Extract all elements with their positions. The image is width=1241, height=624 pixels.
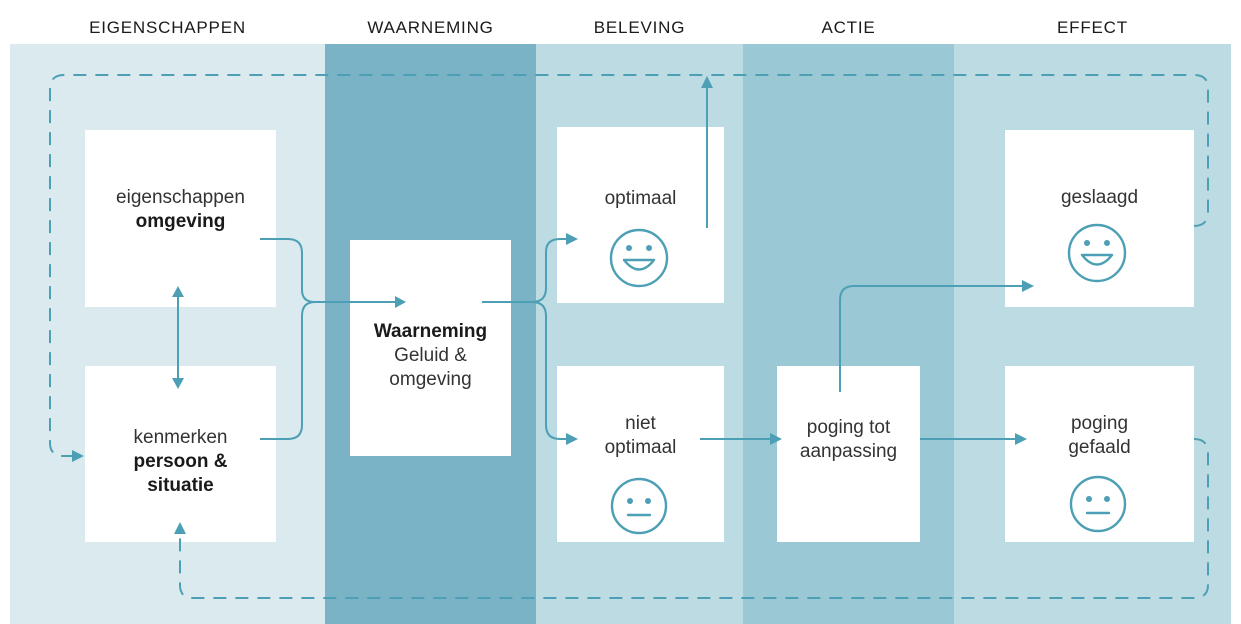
box-waarneming-line1: Geluid & [394,345,467,366]
box-geslaagd-label: geslaagd [1060,187,1139,208]
box-optimaal-label: optimaal [604,188,677,209]
box-poging-line2: aanpassing [799,441,898,462]
box-niet-optimaal: niet optimaal [557,366,724,542]
box-persoon-bold1: persoon & [133,451,228,472]
box-waarneming-line2: omgeving [389,369,472,390]
happy-face-icon [1067,223,1127,283]
neutral-face-icon [1069,475,1127,533]
arrow-waarneming-to-optimaal [482,238,566,303]
box-poging-line1: poging tot [806,417,891,438]
box-gefaald-line2: gefaald [1068,437,1131,458]
dashed-loop-top [49,74,1209,457]
arrow-omgeving-to-waarneming [260,238,395,303]
box-poging-tot-aanpassing: poging tot aanpassing [777,366,920,542]
happy-face-icon [609,228,669,288]
box-waarneming: Waarneming Geluid & omgeving [350,240,511,456]
box-optimaal: optimaal [557,127,724,303]
arrow-waarneming-to-niet-optimaal [531,301,566,440]
dashed-loop-bottom [179,438,1209,599]
box-waarneming-bold: Waarneming [373,321,488,342]
box-gefaald-line1: poging [1070,413,1129,434]
header-effect: EFFECT [1057,18,1128,37]
box-omgeving-bold: omgeving [135,211,226,232]
neutral-face-icon [610,477,668,535]
header-actie: ACTIE [821,18,876,37]
arrow-poging-to-geslaagd [839,285,1022,392]
box-omgeving-line1: eigenschappen [116,187,245,208]
arrow-persoon-to-waarneming [260,301,316,440]
header-eigenschappen: EIGENSCHAPPEN [89,18,246,37]
box-persoon-line1: kenmerken [133,427,228,448]
box-geslaagd: geslaagd [1005,130,1194,307]
box-niet-optimaal-line1: niet [625,413,656,434]
header-beleving: BELEVING [593,18,686,37]
box-kenmerken-persoon: kenmerken persoon & situatie [85,366,276,542]
box-eigenschappen-omgeving: eigenschappen omgeving [85,130,276,307]
box-niet-optimaal-line2: optimaal [604,437,677,458]
box-persoon-bold2: situatie [147,475,214,496]
header-waarneming: WAARNEMING [367,18,494,37]
